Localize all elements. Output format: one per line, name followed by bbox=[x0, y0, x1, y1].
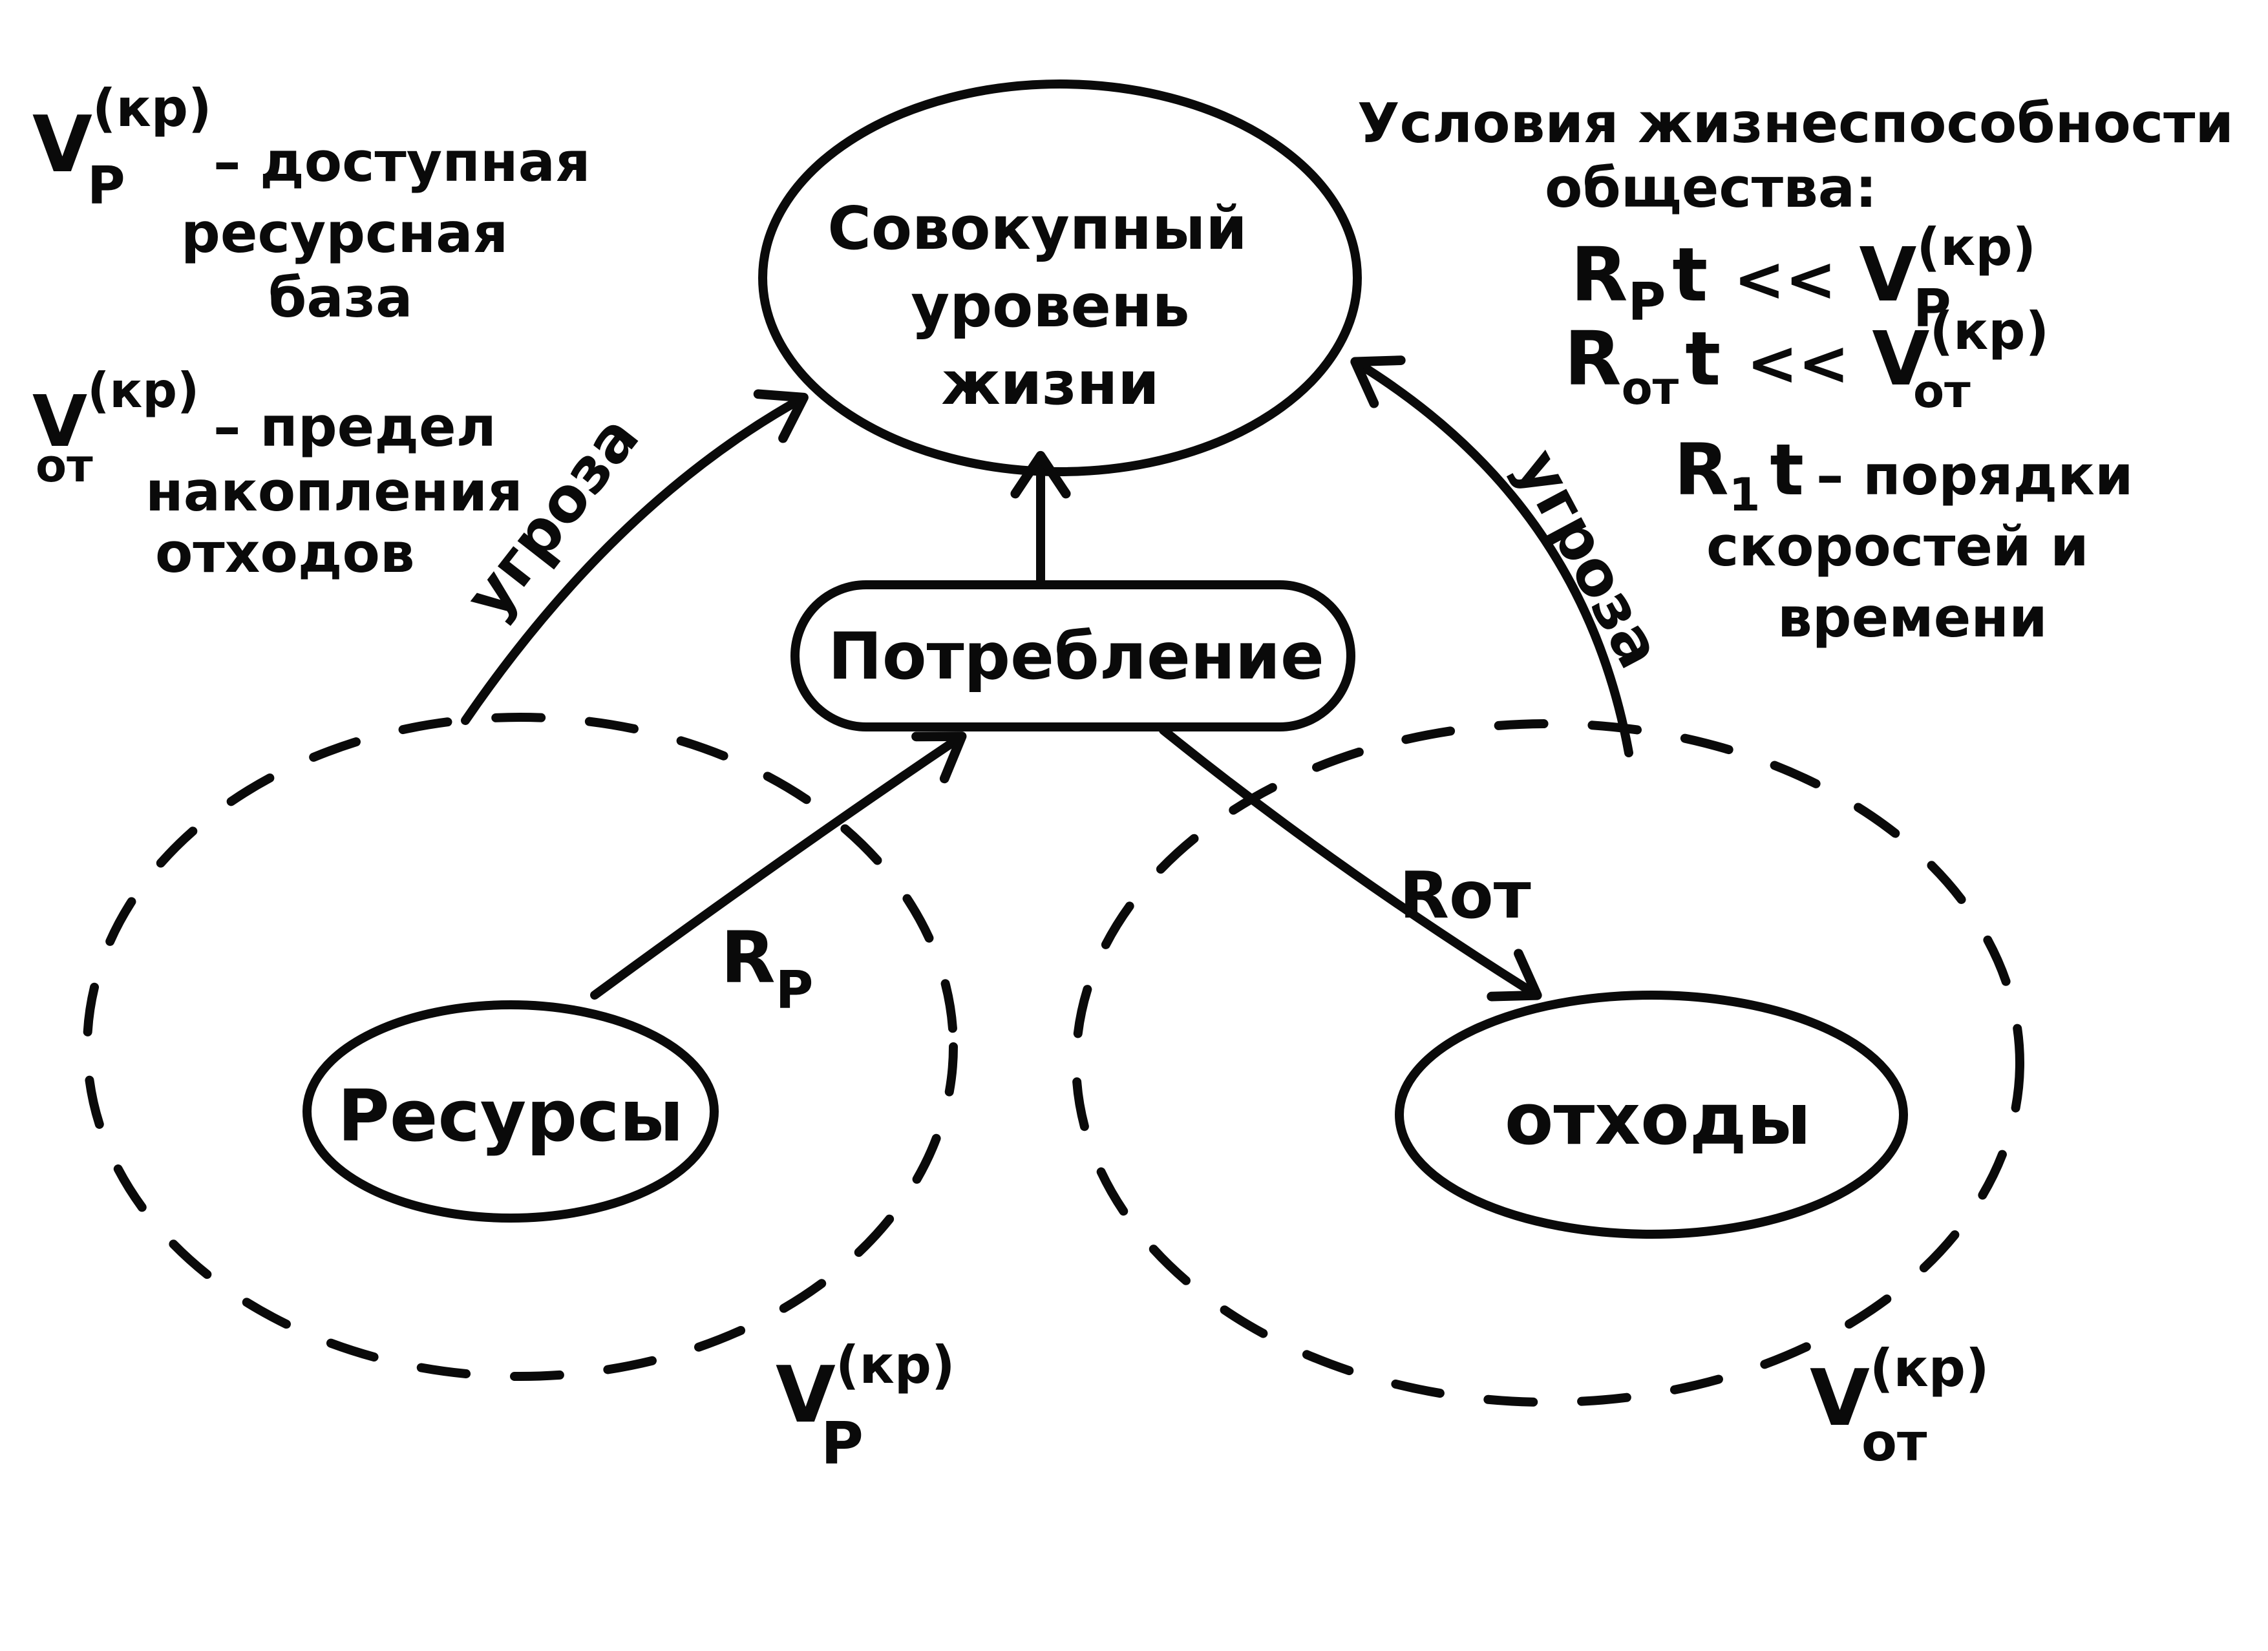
edge-consumption-to-waste bbox=[1159, 726, 1542, 1002]
legend-waste-limit-line-2: накопления bbox=[145, 460, 523, 524]
region-waste-limit-label: V(кр)от bbox=[1810, 1338, 1989, 1473]
node-resources-label: Ресурсы bbox=[337, 1075, 684, 1157]
node-waste bbox=[1395, 991, 1908, 1239]
node-quality-of-life-line-2: уровень bbox=[911, 271, 1189, 341]
conditions-note-line-3: времени bbox=[1777, 586, 2048, 650]
legend-resource-base-symbol: V(кр)P bbox=[32, 78, 212, 216]
edge-threat-right bbox=[1350, 355, 1633, 757]
conditions-title-line-2: общества: bbox=[1545, 156, 1877, 220]
node-consumption bbox=[790, 580, 1355, 731]
conditions-note-line-2: скоростей и bbox=[1706, 515, 2089, 579]
legend-waste-limit: V(кр)от – предел накопления отходов bbox=[32, 362, 523, 585]
condition-eq-1: RPt<<V(кр)P bbox=[1571, 217, 2036, 339]
edge-rate-resources-label: RP bbox=[721, 916, 813, 1020]
condition-eq-2: Rотt<<V(кр)от bbox=[1564, 301, 2049, 418]
node-waste-label: отходы bbox=[1505, 1078, 1811, 1161]
legend-resource-base: V(кр)P – доступная ресурсная база bbox=[32, 78, 591, 330]
conditions-title-line-1: Условия жизнеспособности bbox=[1357, 92, 2234, 156]
node-consumption-label: Потребление bbox=[828, 618, 1324, 694]
edge-threat-right-label: угроза bbox=[1502, 438, 1675, 679]
legend-resource-base-line-3: база bbox=[268, 266, 412, 330]
region-resource-base-label: V(кр)P bbox=[776, 1335, 955, 1478]
node-quality-of-life-line-1: Совокупный bbox=[827, 194, 1247, 263]
legend-resource-base-line-1: – доступная bbox=[213, 131, 591, 195]
legend-resource-base-line-2: ресурсная bbox=[181, 202, 508, 266]
node-resources bbox=[302, 1000, 719, 1223]
conditions-note-line-1: – порядки bbox=[1816, 444, 2134, 508]
conditions-block: Условия жизнеспособности общества: RPt<<… bbox=[1357, 92, 2234, 650]
edge-resources-to-consumption bbox=[590, 731, 967, 1000]
waste-limit-region bbox=[1072, 719, 2024, 1407]
legend-waste-limit-line-3: отходов bbox=[155, 521, 415, 585]
edge-threat-left bbox=[461, 389, 809, 725]
legend-waste-limit-symbol: V(кр)от bbox=[32, 362, 199, 492]
legend-waste-limit-line-1: – предел bbox=[213, 395, 496, 459]
node-quality-of-life-line-3: жизни bbox=[941, 349, 1160, 418]
edge-rate-waste-label: Rот bbox=[1399, 857, 1531, 933]
resource-base-region bbox=[83, 713, 958, 1381]
